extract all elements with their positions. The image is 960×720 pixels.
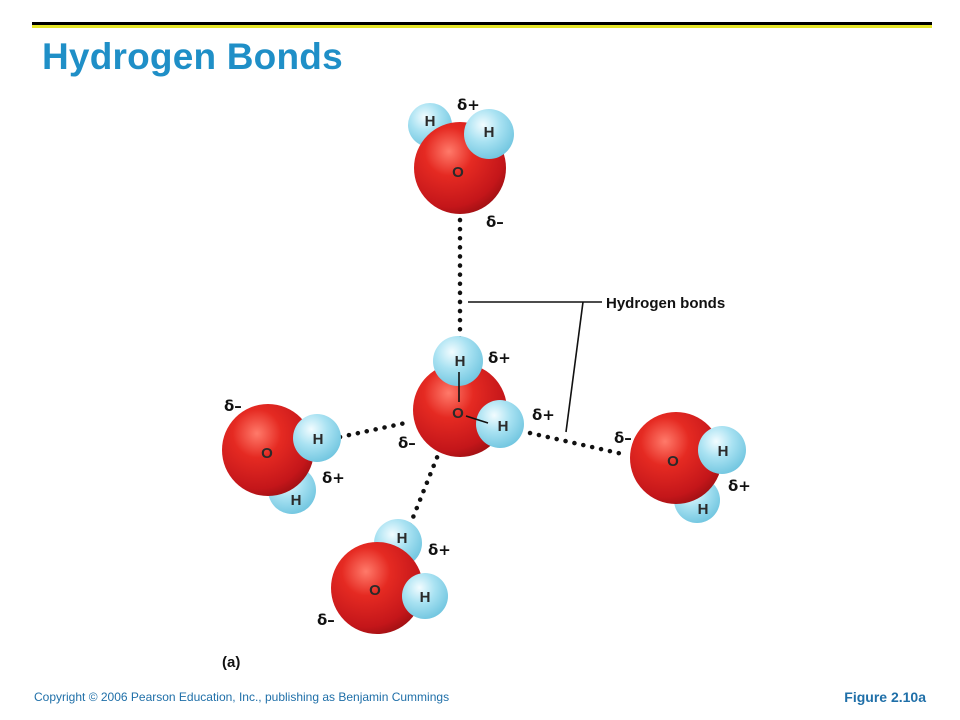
svg-text:H: H: [425, 113, 436, 130]
hydrogen-bonds: [337, 217, 630, 528]
svg-text:H: H: [455, 353, 466, 370]
oxygen-atom: [630, 412, 722, 504]
water-molecule-top: H H O δ+ δ–: [408, 96, 514, 231]
hydrogen-atom: [402, 573, 448, 619]
svg-text:H: H: [291, 492, 302, 509]
hydrogen-bond-bottom: [407, 437, 447, 528]
oxygen-atom: [222, 404, 314, 496]
slide-title: Hydrogen Bonds: [42, 36, 343, 77]
charge-positive: δ+: [488, 349, 511, 367]
charge-positive: δ+: [532, 406, 555, 424]
charge-negative: δ–: [317, 611, 335, 629]
hydrogen-bond-right: [527, 430, 630, 458]
hydrogen-atom: [476, 400, 524, 448]
charge-positive: δ+: [457, 96, 480, 114]
charge-negative: δ–: [398, 434, 416, 452]
hydrogen-atom: [293, 414, 341, 462]
svg-text:H: H: [484, 124, 495, 141]
hydrogen-atom: [698, 426, 746, 474]
header-rule-yellow: [32, 25, 932, 28]
svg-text:O: O: [261, 445, 273, 462]
svg-text:H: H: [698, 501, 709, 518]
copyright-notice: Copyright © 2006 Pearson Education, Inc.…: [34, 690, 450, 704]
charge-negative: δ–: [486, 213, 504, 231]
svg-text:H: H: [313, 431, 324, 448]
charge-negative: δ–: [614, 429, 632, 447]
charge-negative: δ–: [224, 397, 242, 415]
hydrogen-atom: [464, 109, 514, 159]
panel-label: (a): [222, 654, 240, 671]
charge-positive: δ+: [322, 469, 345, 487]
figure-label: Figure 2.10a: [844, 689, 926, 705]
water-molecule-left: O H H δ– δ+: [222, 397, 345, 514]
header-rule-black: [32, 22, 932, 25]
water-molecule-right: O H H δ– δ+: [614, 412, 751, 523]
svg-text:O: O: [452, 164, 464, 181]
svg-text:O: O: [452, 405, 464, 422]
svg-text:O: O: [667, 453, 679, 470]
water-molecule-bottom: H O H δ+ δ–: [317, 519, 451, 634]
svg-text:O: O: [369, 582, 381, 599]
hydrogen-bond-left: [337, 419, 413, 440]
callout-lines: [468, 301, 602, 433]
svg-text:H: H: [498, 418, 509, 435]
svg-text:H: H: [397, 530, 408, 547]
hydrogen-atom: [433, 336, 483, 386]
charge-positive: δ+: [428, 541, 451, 559]
water-molecule-center: H O H δ+ δ+ δ–: [398, 336, 555, 457]
svg-text:H: H: [420, 589, 431, 606]
callout-hydrogen-bonds: Hydrogen bonds: [606, 295, 725, 312]
charge-positive: δ+: [728, 477, 751, 495]
svg-text:H: H: [718, 443, 729, 460]
oxygen-atom: [331, 542, 423, 634]
